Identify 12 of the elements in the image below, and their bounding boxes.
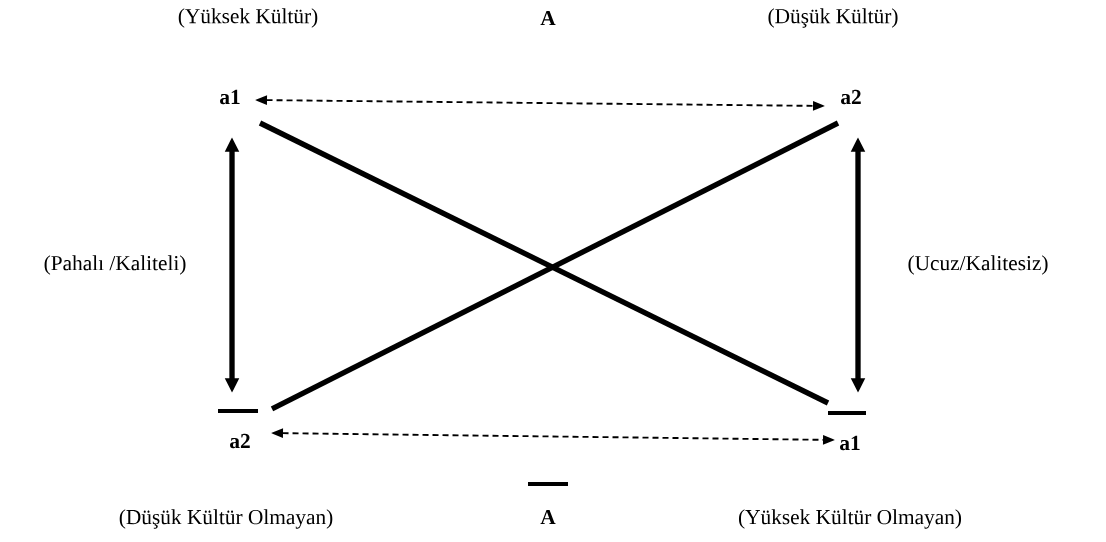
term-label: a1 bbox=[220, 89, 240, 105]
edge-label: (Ucuz/Kalitesiz) bbox=[906, 254, 1050, 276]
negated-term: A bbox=[528, 482, 568, 525]
edge-label: (Pahalı /Kaliteli) bbox=[42, 254, 188, 276]
caption-text: (Yüksek Kültür Olmayan) bbox=[738, 509, 962, 529]
term-label: A bbox=[540, 10, 556, 26]
caption-text: (Düşük Kültür) bbox=[768, 8, 898, 28]
negated-term: a1 bbox=[828, 411, 866, 451]
negated-term: a2 bbox=[218, 409, 258, 449]
term-label: a2 bbox=[841, 89, 861, 105]
caption-text: (Düşük Kültür Olmayan) bbox=[119, 509, 333, 529]
caption-text: (Yüksek Kültür) bbox=[178, 8, 318, 28]
